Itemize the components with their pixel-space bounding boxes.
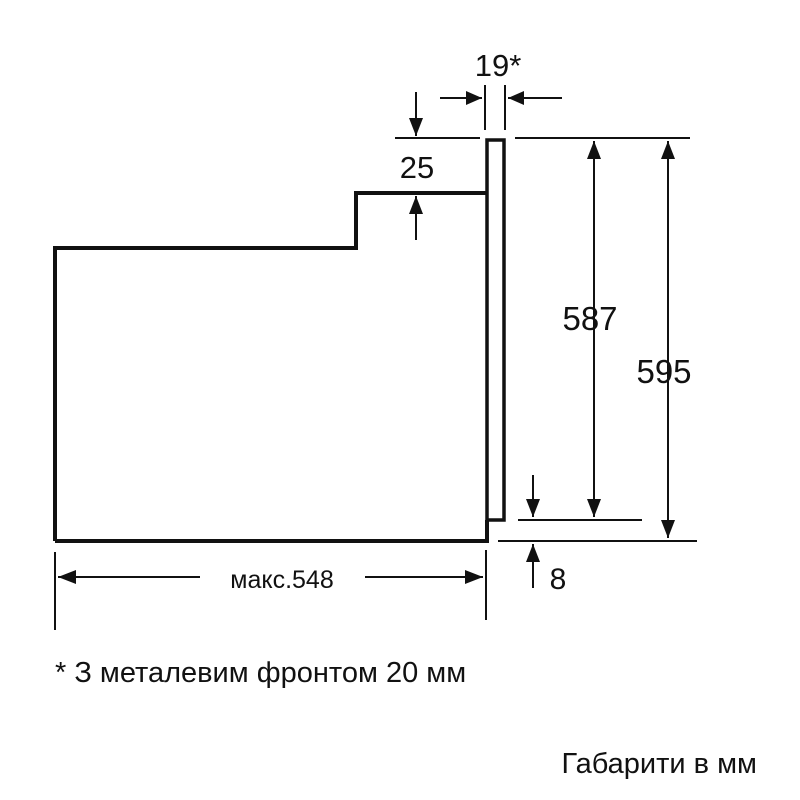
label-step-height: 25 (400, 150, 434, 185)
units-note: Габарити в мм (562, 748, 757, 780)
label-total-height: 595 (636, 353, 691, 390)
label-bottom-offset: 8 (550, 563, 567, 596)
label-max-depth: макс.548 (230, 566, 333, 594)
footnote-text: * З металевим фронтом 20 мм (55, 657, 466, 689)
dimension-lines (54, 85, 697, 630)
label-front-thickness: 19* (475, 48, 522, 83)
oven-front-panel (485, 138, 506, 522)
label-inner-height: 587 (562, 300, 617, 337)
oven-body-bottom (55, 520, 489, 543)
oven-body-outline (53, 191, 487, 541)
